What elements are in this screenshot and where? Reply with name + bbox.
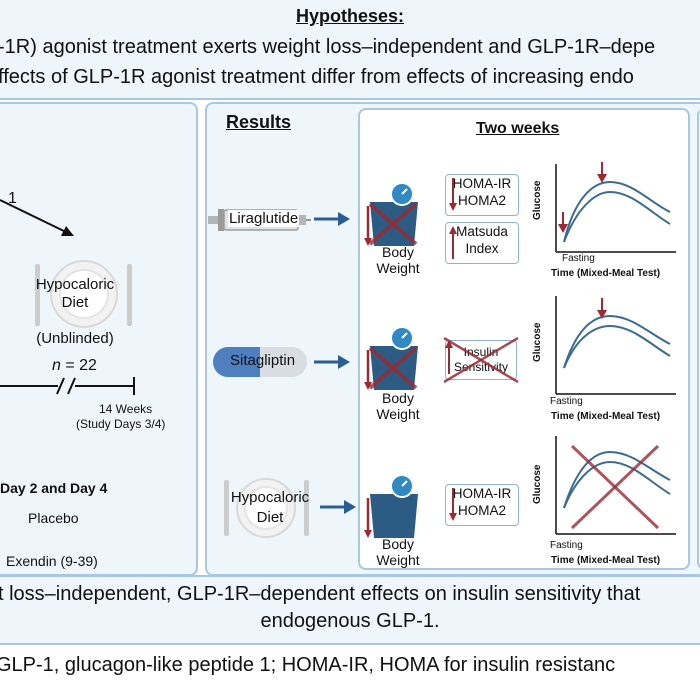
blinding-label: (Unblinded) [36,330,114,347]
matsuda-box: Matsuda Index [445,222,519,264]
scale-icon [364,182,418,246]
x-axis-label: Time (Mixed-Meal Test) [551,268,661,279]
timeline-weeks: 14 Weeks [99,402,153,416]
arrow-up-icon [449,226,457,259]
y-axis-label: Glucose [532,464,543,504]
conclusion-line-1: t loss–independent, GLP-1R–dependent eff… [0,583,641,605]
scale-icon [364,326,418,390]
homa-box: HOMA-IR HOMA2 [445,174,519,216]
fasting-label: Fasting [550,540,583,551]
arrow-down-icon [449,488,457,521]
abbreviation-footnote: GLP-1, glucagon-like peptide 1; HOMA-IR,… [0,654,616,676]
hypothesis-line-2: ffects of GLP-1R agonist treatment diffe… [0,66,634,88]
pill-icon [213,347,307,377]
placebo-label: Placebo [28,510,79,526]
days-heading: Day 2 and Day 4 [0,480,108,496]
conclusion-line-2: endogenous GLP-1. [260,610,440,632]
treatment-label-sitagliptin: Sitagliptin [230,352,296,369]
hypothesis-line-1: -1R) agonist treatment exerts weight los… [0,36,656,58]
arm-number: 1 [8,190,17,207]
timeline-study-days: (Study Days 3/4) [76,417,166,431]
cross-icon [443,336,519,384]
arrow-right-icon [314,355,350,369]
arrow-down-icon [449,178,457,211]
body-weight-label: Body Weight [376,390,420,422]
body-weight-label: Body Weight [376,244,420,276]
glucose-chart-3 [555,436,676,535]
glucose-chart-1 [555,162,676,253]
x-axis-label: Time (Mixed-Meal Test) [551,555,661,566]
hypotheses-title: Hypotheses: [295,6,405,26]
body-weight-label: Body Weight [376,536,420,568]
homa-box: HOMA-IR HOMA2 [445,484,519,526]
conclusion-banner [0,575,700,645]
diet-label: Hypocaloric Diet [35,276,115,311]
n-symbol: n [52,357,61,374]
plate-icon [224,478,309,538]
two-weeks-title: Two weeks [476,120,560,137]
y-axis-label: Glucose [532,180,543,220]
fasting-label: Fasting [550,396,583,407]
arrow-right-icon [314,212,350,226]
timeline-axis [0,377,135,395]
arm-arrow-icon [0,199,74,236]
hypotheses-banner [0,0,700,100]
fasting-label: Fasting [562,253,595,264]
scale-icon [364,474,418,538]
n-value: = 22 [65,357,97,374]
y-axis-label: Glucose [532,322,543,362]
plate-icon [35,260,132,328]
exendin-label: Exendin (9-39) [6,553,98,569]
study-design-panel [0,102,198,576]
x-axis-label: Time (Mixed-Meal Test) [551,411,661,422]
arrow-right-icon [320,500,356,514]
treatment-label-liraglutide: Liraglutide [228,210,300,227]
treatment-label-diet: Hypocaloric Diet [230,489,310,526]
glucose-chart-2 [555,296,676,395]
results-title: Results [226,112,292,132]
